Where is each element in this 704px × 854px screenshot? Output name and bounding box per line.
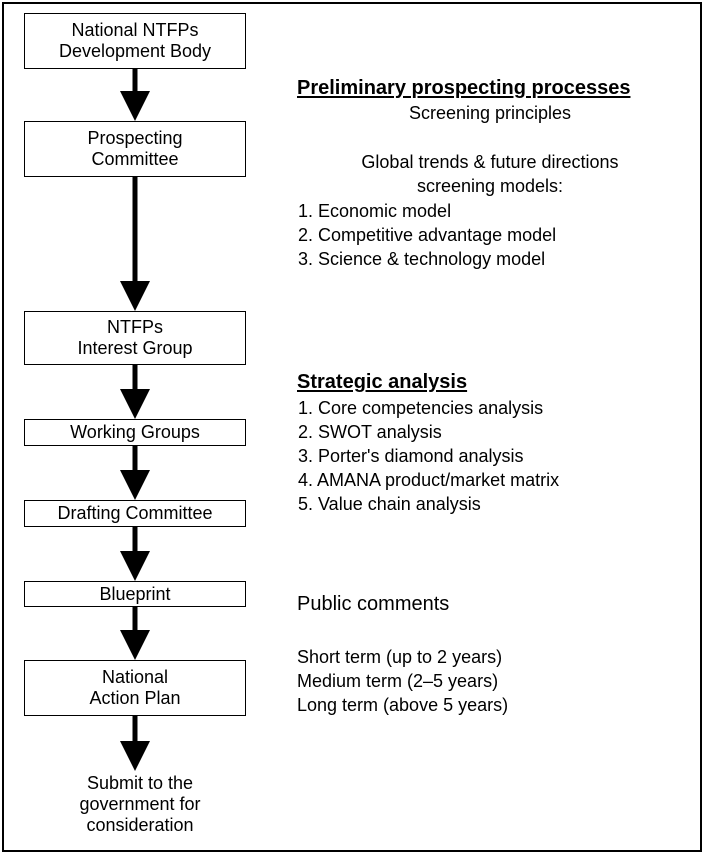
preliminary-title: Preliminary prospecting processes — [297, 77, 631, 99]
screening-model-item: 3. Science & technology model — [298, 249, 546, 269]
strategic-item: 2. SWOT analysis — [298, 422, 442, 442]
screening-model-item: 1. Economic model — [298, 201, 452, 221]
models-heading-line-2: screening models: — [416, 176, 564, 196]
term-item: Long term (above 5 years) — [297, 695, 509, 715]
prospecting-committee-box: Prospecting Committee — [24, 121, 246, 177]
strategic-item: 3. Porter's diamond analysis — [298, 446, 524, 466]
blueprint-box: Blueprint — [24, 581, 246, 607]
term-item: Short term (up to 2 years) — [297, 647, 503, 667]
preliminary-subtitle: Screening principles — [408, 103, 572, 123]
strategic-item: 1. Core competencies analysis — [298, 398, 544, 418]
strategic-item: 5. Value chain analysis — [298, 494, 481, 514]
public-comments-title: Public comments — [297, 593, 450, 615]
action-plan-box: National Action Plan — [24, 660, 246, 716]
strategic-item: 4. AMANA product/market matrix — [298, 470, 560, 490]
term-item: Medium term (2–5 years) — [297, 671, 499, 691]
working-groups-box: Working Groups — [24, 419, 246, 446]
interest-group-box: NTFPs Interest Group — [24, 311, 246, 365]
drafting-committee-box: Drafting Committee — [24, 500, 246, 527]
national-body-box: National NTFPs Development Body — [24, 13, 246, 69]
models-heading-line-1: Global trends & future directions — [361, 152, 619, 172]
submit-to-government-text: Submit to the government for considerati… — [79, 773, 201, 835]
strategic-title: Strategic analysis — [297, 371, 468, 393]
screening-model-item: 2. Competitive advantage model — [298, 225, 557, 245]
